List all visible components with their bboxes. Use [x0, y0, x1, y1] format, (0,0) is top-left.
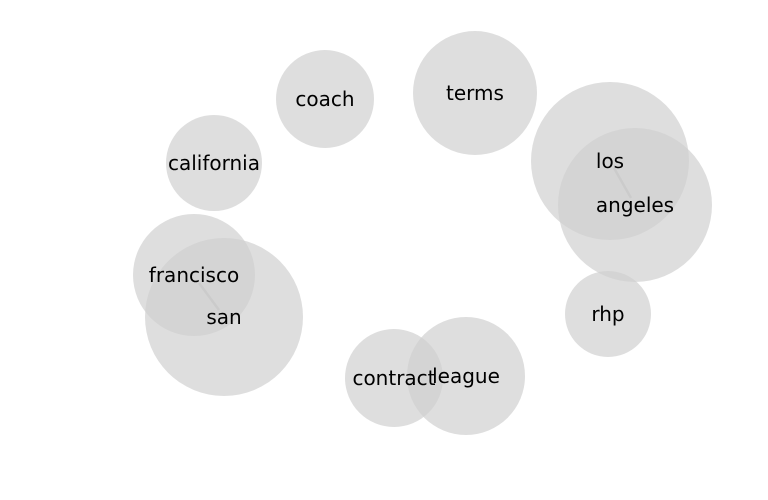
label-league: league — [432, 364, 500, 388]
bubble-terms — [413, 31, 537, 155]
labels-layer: coach terms california los angeles francisco s… — [149, 81, 674, 390]
label-angeles: angeles — [596, 193, 674, 217]
bubble-coach — [276, 50, 374, 148]
label-contract: contract — [352, 366, 435, 390]
label-terms: terms — [446, 81, 504, 105]
bubble-league — [407, 317, 525, 435]
nodes-layer — [133, 31, 712, 435]
label-los: los — [596, 149, 624, 173]
label-california: california — [168, 151, 260, 175]
bubble-san — [145, 238, 303, 396]
bubble-california — [166, 115, 262, 211]
bubble-angeles — [558, 128, 712, 282]
label-san: san — [206, 305, 241, 329]
bubble-rhp — [565, 271, 651, 357]
label-rhp: rhp — [591, 302, 624, 326]
label-francisco: francisco — [149, 263, 239, 287]
label-coach: coach — [295, 87, 354, 111]
